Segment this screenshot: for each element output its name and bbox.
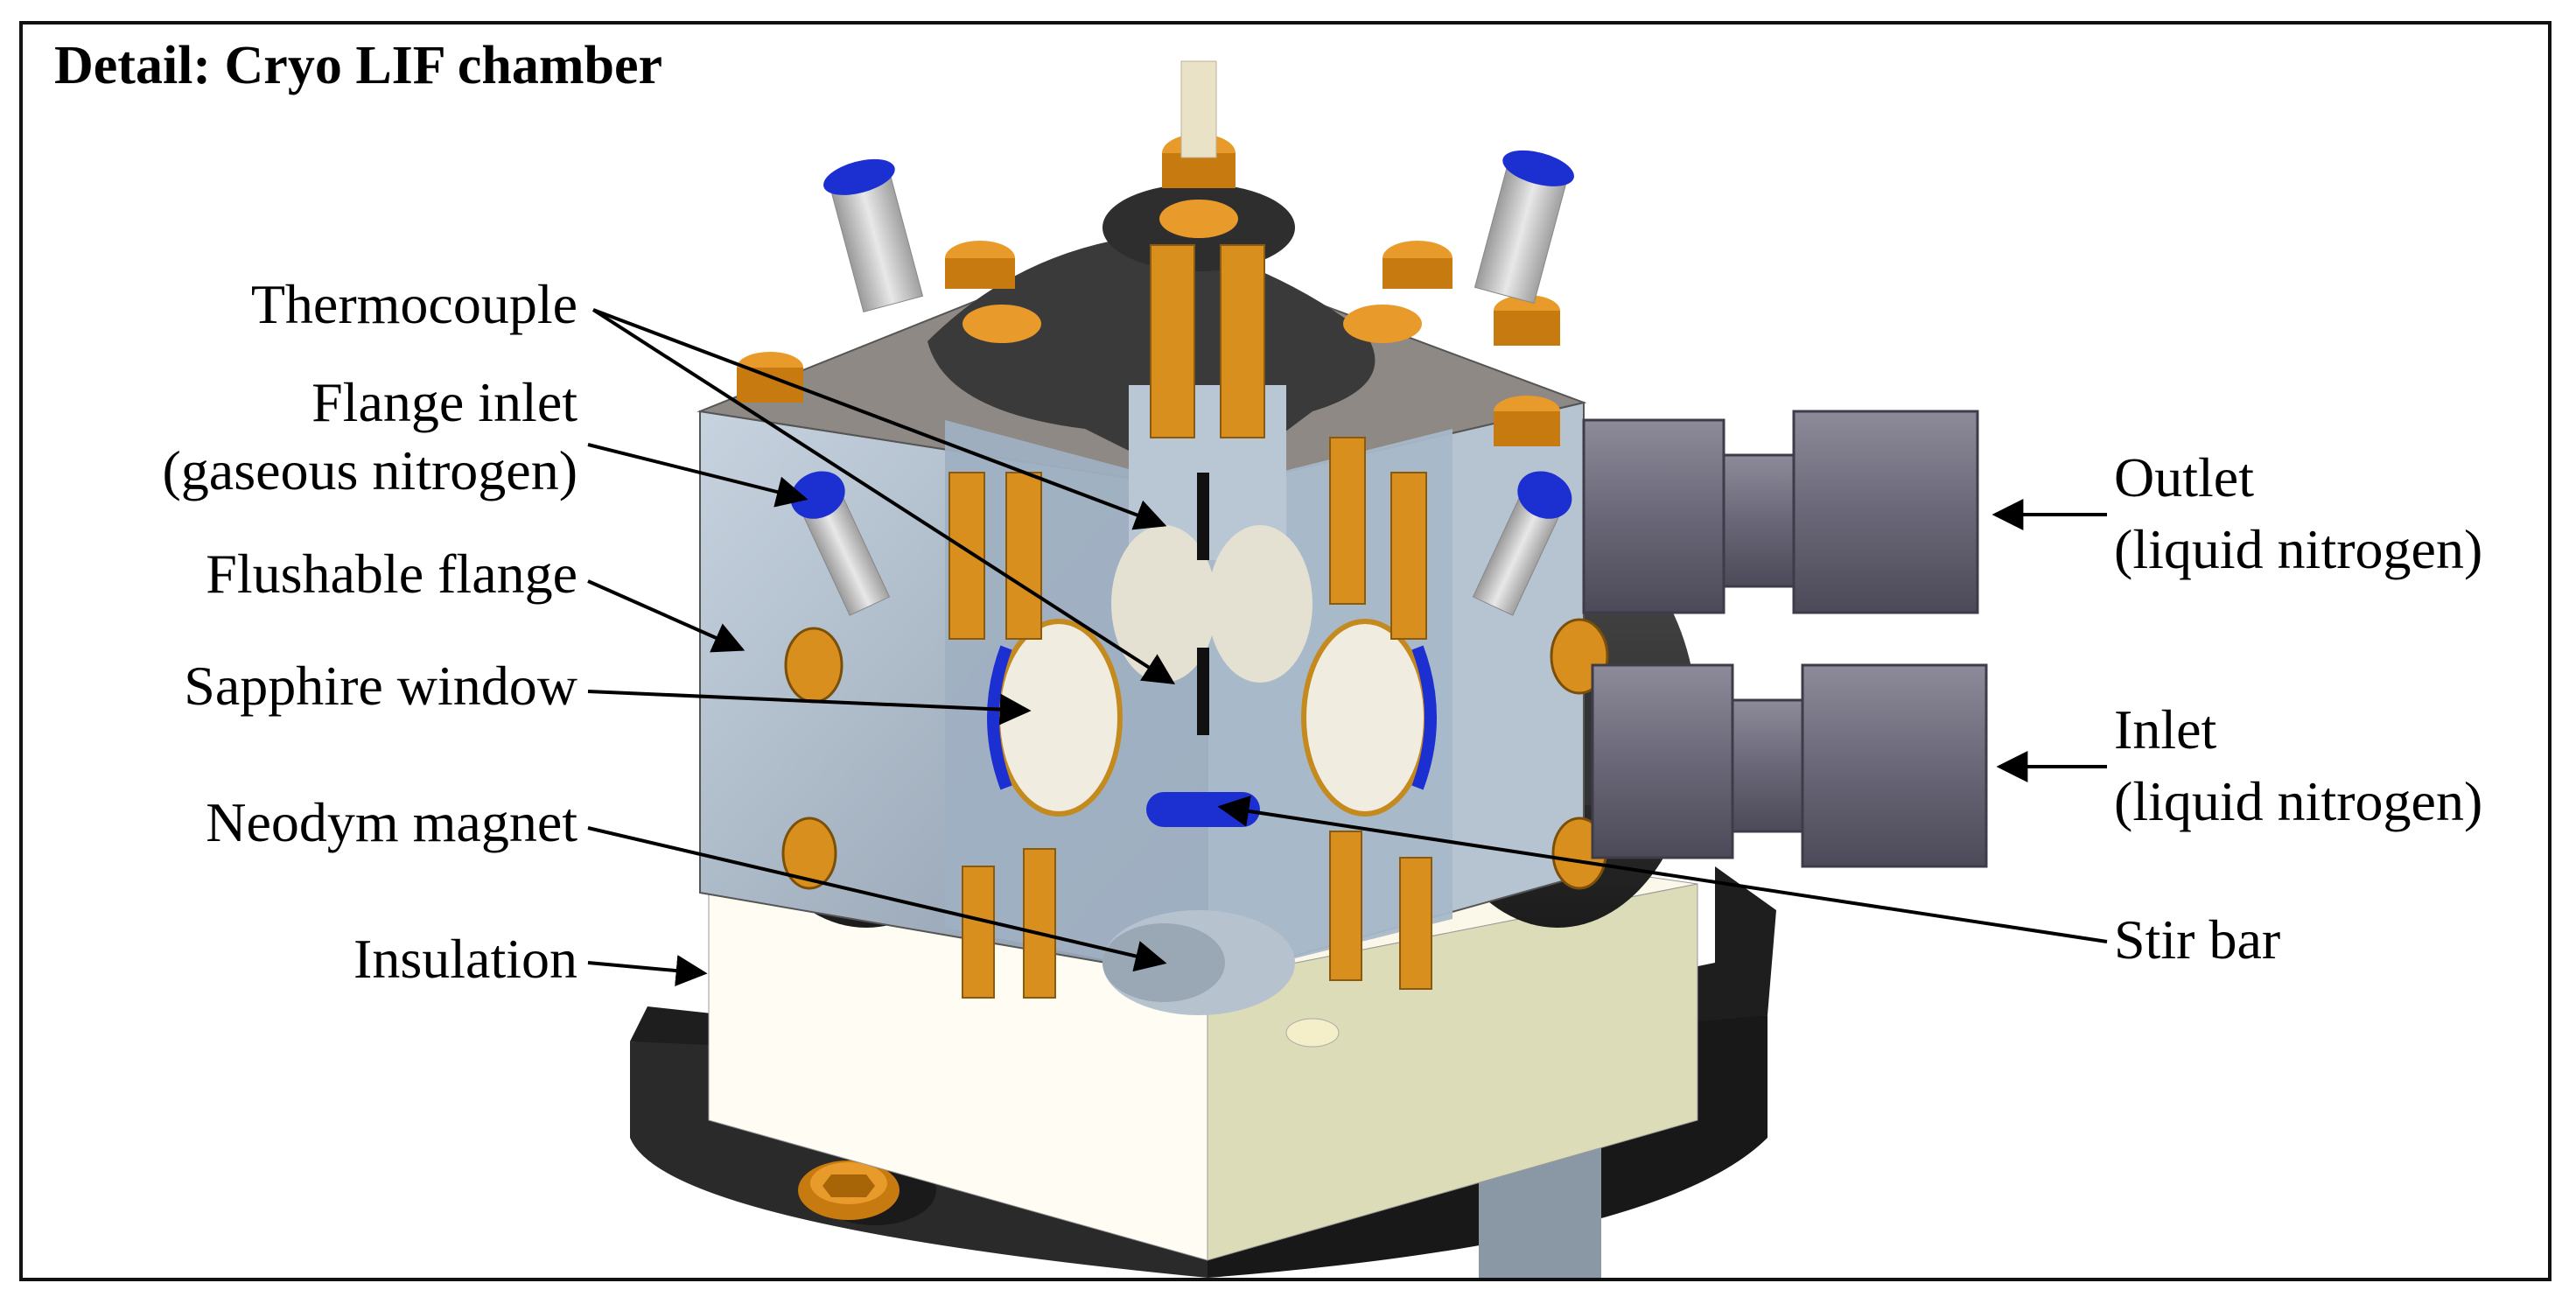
label-neodym-magnet: Neodym magnet [206,791,578,853]
label-inlet-line2: (liquid nitrogen) [2114,770,2483,832]
top-screws [737,134,1560,446]
flushable-flange-arrow [587,579,746,653]
label-flange-inlet-line1: Flange inlet [312,371,578,433]
label-sapphire-window: Sapphire window [184,655,578,717]
thermocouple-arrow-lower [592,308,1176,684]
label-flushable-flange: Flushable flange [206,543,578,605]
label-flange-inlet-line2: (gaseous nitrogen) [162,439,578,501]
top-tube [1180,60,1217,158]
label-insulation: Insulation [354,928,578,990]
figure-title: Detail: Cryo LIF chamber [54,36,663,95]
stir-bar-arrow [1217,796,2108,943]
label-thermocouple: Thermocouple [250,273,578,335]
label-outlet-line1: Outlet [2114,446,2254,508]
neodym-magnet-arrow [587,826,1167,972]
pneumatic-fittings [790,150,1574,616]
label-inlet-line1: Inlet [2114,698,2217,761]
thermocouple-arrow-upper [592,308,1167,530]
leader-lines [587,308,2108,987]
flange-inlet-arrow [587,443,808,508]
insulation-arrow [587,955,708,987]
inner-brass-parts [948,244,1432,999]
outlet-connector [1582,410,1979,614]
label-outlet-line2: (liquid nitrogen) [2114,518,2483,580]
bottom-bolt [798,1160,900,1220]
label-stir-bar: Stir bar [2114,908,2281,971]
sapphire-window-arrow [587,690,1032,726]
inlet-connector [1591,663,1988,868]
